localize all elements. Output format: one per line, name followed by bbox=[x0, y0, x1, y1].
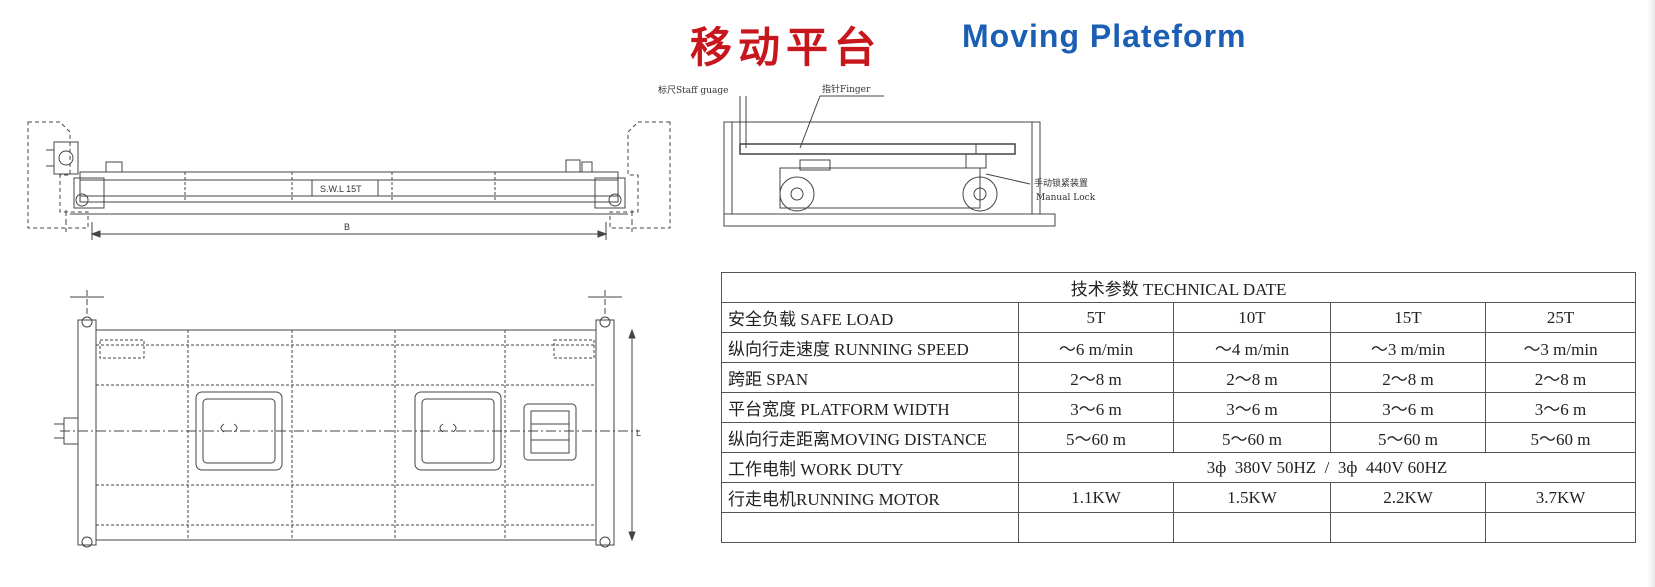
table-cell: 2～8 m bbox=[1018, 362, 1174, 393]
table-cell: 5～60 m bbox=[1018, 422, 1174, 453]
table-row: 工作电制 WORK DUTY 3ф 380V 50HZ / 3ф 440V 60… bbox=[721, 452, 1637, 483]
plan-view-drawing bbox=[54, 290, 640, 548]
table-row: 跨距 SPAN 2～8 m 2～8 m 2～8 m 2～8 m bbox=[721, 362, 1637, 393]
side-elevation-drawing bbox=[27, 121, 671, 240]
table-cell: 1.5KW bbox=[1173, 482, 1331, 513]
table-cell: 15T bbox=[1330, 302, 1486, 333]
table-title: 技术参数 TECHNICAL DATE bbox=[720, 272, 1637, 303]
table-cell: 3～6 m bbox=[1330, 392, 1486, 423]
finger-label: 指针Finger bbox=[822, 83, 871, 95]
table-cell: 3～6 m bbox=[1018, 392, 1174, 423]
table-cell: 3～6 m bbox=[1484, 392, 1637, 423]
table-cell: 3ф 380V 50HZ / 3ф 440V 60HZ bbox=[1017, 452, 1637, 483]
row-label: 工作电制 WORK DUTY bbox=[721, 452, 1019, 483]
table-cell: 25T bbox=[1484, 302, 1637, 333]
table-title-row: 技术参数 TECHNICAL DATE bbox=[720, 272, 1637, 303]
row-label: 安全负载 SAFE LOAD bbox=[721, 302, 1019, 333]
table-cell: ～3 m/min bbox=[1484, 332, 1637, 363]
table-row: 纵向行走速度 RUNNING SPEED ～6 m/min ～4 m/min ～… bbox=[721, 332, 1637, 363]
table-cell: 2～8 m bbox=[1484, 362, 1637, 393]
table-cell: 5～60 m bbox=[1484, 422, 1637, 453]
title-chinese: 移动平台 bbox=[690, 23, 883, 72]
table-row: 行走电机RUNNING MOTOR 1.1KW 1.5KW 2.2KW 3.7K… bbox=[721, 482, 1637, 513]
table-cell: ～6 m/min bbox=[1018, 332, 1174, 363]
table-cell: 1.1KW bbox=[1018, 482, 1174, 513]
title-english: Moving Plateform bbox=[962, 18, 1247, 54]
row-label: 平台宽度 PLATFORM WIDTH bbox=[721, 392, 1019, 423]
staff-gauge-label: 标尺Staff guage bbox=[658, 84, 728, 96]
page-edge bbox=[1648, 0, 1655, 587]
table-cell: ～3 m/min bbox=[1330, 332, 1486, 363]
table-cell: 3～6 m bbox=[1173, 392, 1331, 423]
manual-lock-en-label: Manual Lock bbox=[1036, 193, 1096, 203]
table-row-empty bbox=[721, 512, 1637, 543]
table-row: 安全负载 SAFE LOAD 5T 10T 15T 25T bbox=[721, 302, 1637, 333]
table-cell: 5～60 m bbox=[1173, 422, 1331, 453]
swl-label: S.W.L 15T bbox=[320, 184, 362, 194]
row-label: 行走电机RUNNING MOTOR bbox=[721, 482, 1019, 513]
section-view-drawing bbox=[723, 95, 1056, 227]
table-cell: 5T bbox=[1018, 302, 1174, 333]
table-row: 平台宽度 PLATFORM WIDTH 3～6 m 3～6 m 3～6 m 3～… bbox=[721, 392, 1637, 423]
table-cell: 2～8 m bbox=[1173, 362, 1331, 393]
dimension-b-label: B bbox=[344, 222, 350, 232]
table-cell: ～4 m/min bbox=[1173, 332, 1331, 363]
table-cell: 10T bbox=[1173, 302, 1331, 333]
table-row: 纵向行走距离MOVING DISTANCE 5～60 m 5～60 m 5～60… bbox=[721, 422, 1637, 453]
table-cell: 3.7KW bbox=[1484, 482, 1637, 513]
table-cell: 2～8 m bbox=[1330, 362, 1486, 393]
table-cell: 5～60 m bbox=[1330, 422, 1486, 453]
row-label: 纵向行走距离MOVING DISTANCE bbox=[721, 422, 1019, 453]
dimension-l-label: L bbox=[636, 428, 641, 438]
manual-lock-cn-label: 手动锁紧装置 bbox=[1034, 177, 1088, 189]
row-label: 跨距 SPAN bbox=[721, 362, 1019, 393]
technical-data-table: 技术参数 TECHNICAL DATE 安全负载 SAFE LOAD 5T 10… bbox=[720, 272, 1637, 543]
row-label: 纵向行走速度 RUNNING SPEED bbox=[721, 332, 1019, 363]
table-cell: 2.2KW bbox=[1330, 482, 1486, 513]
